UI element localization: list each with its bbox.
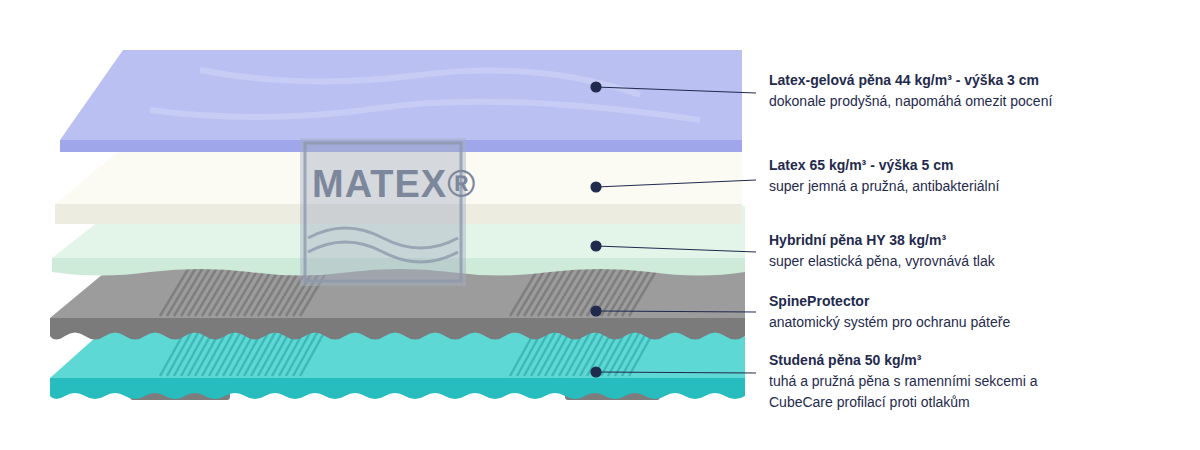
ridge-line [629, 266, 659, 316]
leader-dot [591, 182, 601, 192]
watermark-box [300, 138, 466, 286]
ridge-line [573, 266, 603, 316]
leader-dot [591, 306, 601, 316]
leader-line [596, 87, 756, 93]
cold-foam-layer [50, 318, 745, 400]
layer-description: anatomický systém pro ochranu páteře [769, 312, 1129, 333]
layer-title: Studená pěna 50 kg/m³ [769, 350, 921, 371]
layer-description: super jemná a pružná, antibakteriální [769, 176, 1129, 197]
leader-line [596, 372, 756, 373]
layer-top-face [60, 50, 742, 140]
layer-description: tuhá a pružná pěna s ramenními sekcemi a… [769, 371, 1089, 413]
layer-description: dokonale prodyšná, napomáhá omezit pocen… [769, 91, 1129, 112]
layer-title: Latex-gelová pěna 44 kg/m³ - výška 3 cm [769, 70, 1039, 91]
gel-texture [150, 70, 700, 120]
leader-line [596, 180, 756, 187]
watermark-wave [308, 228, 458, 262]
leader-lines [591, 82, 756, 377]
leader-line [596, 246, 756, 252]
leader-dot [591, 367, 601, 377]
ridge-line [615, 266, 645, 316]
leader-line [596, 311, 756, 312]
latex-gel-layer [60, 50, 742, 152]
watermark [300, 138, 466, 286]
leader-dot [591, 241, 601, 251]
leader-dot [591, 82, 601, 92]
watermark-text: MATEX® [312, 164, 476, 204]
layer-description: super elastická pěna, vyrovnává tlak [769, 251, 1129, 272]
layer-title: Latex 65 kg/m³ - výška 5 cm [769, 155, 953, 176]
layer-top-face [50, 318, 745, 378]
layer-title: Hybridní pěna HY 38 kg/m³ [769, 230, 946, 251]
layer-front-face [50, 318, 745, 340]
ridge-line [622, 266, 652, 316]
layer-title: SpineProtector [769, 291, 869, 312]
layer-front-face [50, 378, 745, 399]
